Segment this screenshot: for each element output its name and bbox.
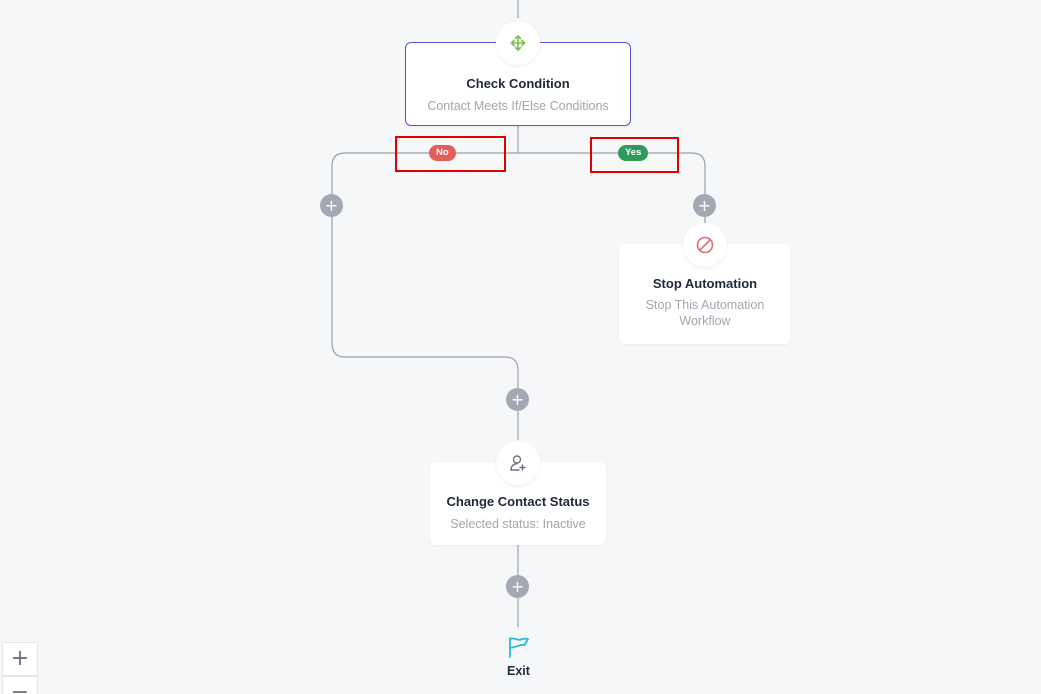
no-branch-badge[interactable]: No — [429, 145, 456, 161]
split-arrows-icon — [510, 35, 526, 51]
check-condition-title: Check Condition — [466, 76, 570, 91]
user-plus-icon — [510, 455, 526, 471]
exit-label: Exit — [507, 664, 530, 678]
change-status-subtitle: Selected status: Inactive — [450, 517, 586, 531]
stop-automation-title: Stop Automation — [652, 276, 758, 291]
check-condition-subtitle: Contact Meets If/Else Conditions — [427, 99, 609, 113]
add-step-before-exit-button[interactable]: + — [506, 575, 529, 598]
add-step-after-merge-button[interactable]: + — [506, 388, 529, 411]
change-status-title: Change Contact Status — [446, 494, 590, 509]
add-step-yes-branch-button[interactable]: + — [693, 194, 716, 217]
no-branch-highlight — [395, 136, 506, 172]
zoom-in-button[interactable]: + — [2, 642, 38, 676]
ban-icon — [696, 236, 714, 254]
stop-automation-icon-wrap — [683, 223, 727, 267]
stop-automation-subtitle-line1: Stop This Automation — [645, 298, 765, 312]
yes-branch-badge[interactable]: Yes — [618, 145, 649, 161]
add-step-no-branch-button[interactable]: + — [320, 194, 343, 217]
flag-icon — [509, 637, 529, 658]
change-status-icon-wrap — [496, 441, 540, 485]
stop-automation-subtitle-line2: Workflow — [679, 314, 731, 328]
check-condition-icon-wrap — [496, 21, 540, 65]
stop-automation-node[interactable]: Stop Automation Stop This Automation Wor… — [619, 244, 791, 344]
zoom-out-button[interactable]: − — [2, 676, 38, 694]
yes-branch-highlight — [590, 137, 679, 173]
